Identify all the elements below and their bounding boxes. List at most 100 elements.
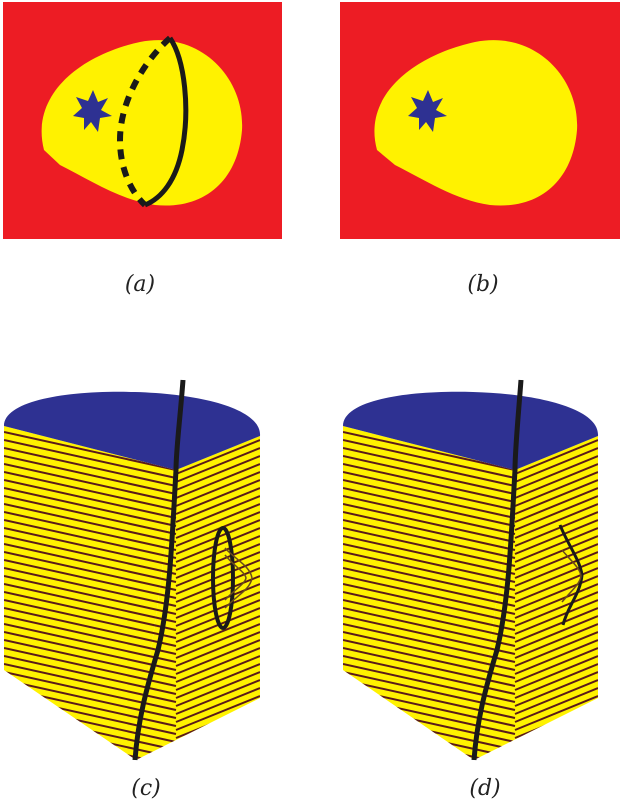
layer-stripe	[514, 455, 598, 491]
panel-d-fold-line	[558, 524, 584, 626]
layer-stripe	[4, 503, 177, 543]
layer-stripe	[343, 543, 516, 583]
layer-stripe	[514, 751, 598, 760]
layer-stripe	[343, 527, 516, 567]
layer-stripe	[175, 567, 260, 603]
layer-stripe	[343, 623, 516, 663]
panel-a-yellow-blob	[41, 40, 243, 206]
layer-stripe	[514, 639, 598, 675]
layer-stripe	[175, 487, 260, 523]
caption-b: (b)	[467, 272, 498, 297]
layer-stripe	[514, 559, 598, 595]
layer-stripe	[343, 471, 516, 511]
layer-stripe	[343, 559, 516, 599]
layer-stripe	[343, 551, 516, 591]
layer-stripe	[343, 631, 516, 671]
layer-stripe	[4, 615, 177, 655]
panel-a-solid-curve	[143, 36, 189, 208]
layer-stripe	[175, 551, 260, 587]
layer-stripe	[175, 535, 260, 571]
layer-stripe	[514, 439, 598, 475]
layer-stripe	[343, 495, 516, 535]
layer-stripe	[514, 735, 598, 760]
layer-stripe	[4, 623, 177, 663]
layer-stripe	[343, 511, 516, 551]
layer-stripe	[175, 759, 260, 760]
panel-b-yellow-blob	[374, 40, 578, 206]
layer-stripe	[4, 607, 177, 647]
layer-stripe	[514, 567, 598, 603]
layer-stripe	[4, 479, 177, 519]
layer-stripe	[175, 495, 260, 531]
layer-stripe	[175, 447, 260, 483]
layer-stripe	[343, 479, 516, 519]
layer-stripe	[514, 543, 598, 579]
layer-stripe	[4, 567, 177, 607]
panel-c-inclusion-loop	[211, 526, 235, 630]
layer-stripe	[4, 471, 177, 511]
layer-stripe	[343, 487, 516, 527]
layer-stripe	[514, 615, 598, 651]
layer-stripe	[4, 439, 177, 479]
layer-stripe	[4, 487, 177, 527]
layer-stripe	[175, 639, 260, 675]
layer-stripe	[175, 751, 260, 760]
panel-c-inclusion-ripple	[224, 547, 253, 609]
layer-stripe	[4, 559, 177, 599]
layer-stripe	[176, 768, 260, 802]
layer-stripe	[175, 735, 260, 760]
layer-stripe	[175, 503, 260, 539]
layer-stripe	[514, 495, 598, 531]
layer-stripe	[343, 567, 516, 607]
layer-stripe	[343, 679, 516, 719]
layer-stripe	[4, 591, 177, 631]
layer-stripe	[175, 455, 260, 491]
layer-stripe	[343, 639, 516, 679]
layer-stripe	[4, 519, 177, 559]
layer-stripe	[4, 431, 177, 471]
layer-stripe	[175, 687, 260, 723]
layer-stripe	[175, 543, 260, 579]
layer-stripe	[515, 784, 598, 803]
layer-stripe	[4, 671, 177, 711]
layer-stripe	[514, 671, 598, 707]
panel-c-fault-line	[132, 379, 186, 761]
panel-b: (b)	[340, 2, 620, 297]
panel-c: (c)	[4, 379, 261, 803]
layer-stripe	[514, 591, 598, 627]
layer-stripe	[514, 743, 598, 760]
layer-stripe	[175, 671, 260, 707]
layer-stripe	[175, 471, 260, 507]
layer-stripe	[175, 615, 260, 651]
layer-stripe	[4, 583, 177, 623]
layer-stripe	[514, 663, 598, 699]
layer-stripe	[514, 599, 598, 635]
layer-stripe	[514, 447, 598, 483]
layer-stripe	[514, 575, 598, 611]
panel-c-top-ellipse	[4, 391, 261, 470]
panel-d-fault-line	[471, 379, 524, 761]
layer-stripe	[175, 679, 260, 715]
layer-stripe	[343, 463, 516, 503]
caption-c: (c)	[131, 776, 161, 801]
layer-stripe	[343, 607, 516, 647]
layer-stripe	[343, 503, 516, 543]
panel-d-fold-ripple	[561, 549, 582, 603]
layer-stripe	[4, 527, 177, 567]
layer-stripe	[176, 776, 260, 803]
layer-stripe	[343, 591, 516, 631]
layer-stripe	[514, 551, 598, 587]
layer-stripe	[4, 551, 177, 591]
layer-stripe	[514, 607, 598, 643]
panel-b-star-shape	[408, 90, 447, 132]
layer-stripe	[175, 631, 260, 667]
layer-stripe	[176, 784, 260, 803]
layer-stripe	[4, 455, 177, 495]
layer-stripe	[514, 511, 598, 547]
layer-stripe	[175, 463, 260, 499]
layer-stripe	[514, 527, 598, 563]
layer-stripe	[4, 575, 177, 615]
layer-stripe	[343, 599, 516, 639]
panel-a: (a)	[3, 2, 282, 297]
